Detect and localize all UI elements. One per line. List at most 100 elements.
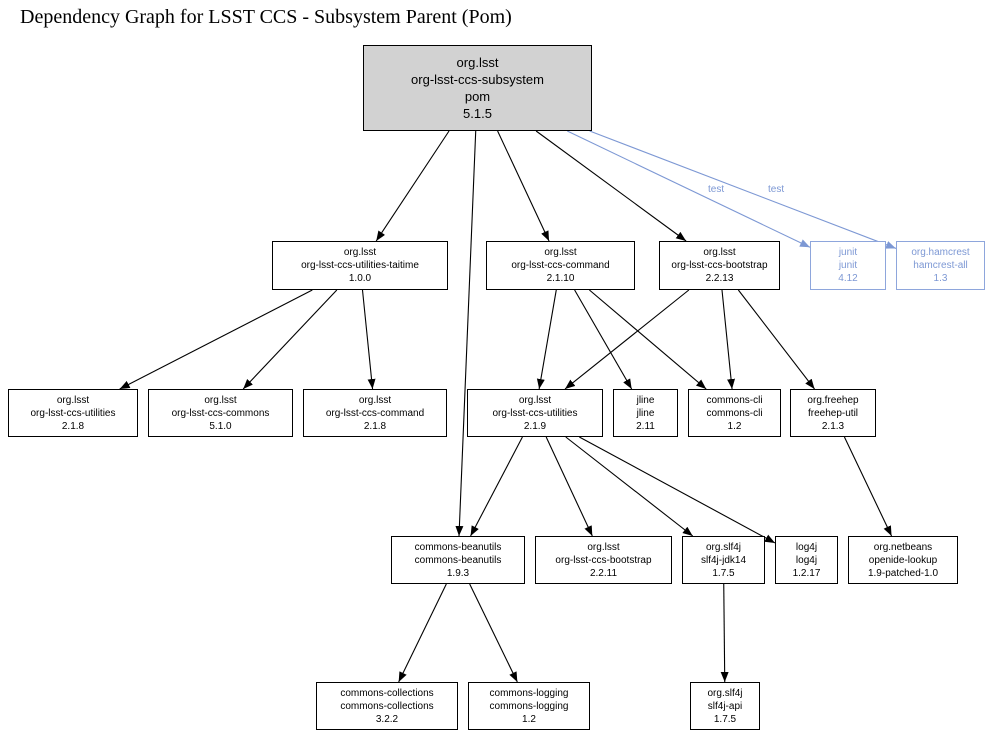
node-label: org.lsst xyxy=(544,247,577,258)
node-label: hamcrest-all xyxy=(913,260,968,271)
node-label: org.freehep xyxy=(807,394,859,406)
edge-utilities219-to-beanutils xyxy=(470,436,523,537)
node-label: org-lsst-ccs-utilities xyxy=(30,407,116,419)
node-label: org.lsst xyxy=(456,55,499,70)
node-label: 2.1.9 xyxy=(523,420,547,432)
node-label: openide-lookup xyxy=(868,554,938,566)
node-label: org.lsst xyxy=(343,247,377,258)
node-label: org-lsst-ccs-bootstrap xyxy=(555,554,652,566)
node-label: jline xyxy=(636,394,655,406)
edge-command210-to-jline xyxy=(574,289,633,390)
edge-beanutils-to-collections xyxy=(398,583,447,683)
node-label: org.lsst xyxy=(204,394,237,406)
node-label: junit xyxy=(838,260,858,271)
node-label: org.slf4j xyxy=(707,687,743,699)
node-label: 1.2 xyxy=(727,420,742,432)
node-label: 2.2.13 xyxy=(705,273,734,284)
node-label: 1.7.5 xyxy=(713,713,737,725)
node-label: org.lsst xyxy=(56,394,90,406)
node-label: org.lsst xyxy=(518,394,552,406)
node-label: org-lsst-ccs-subsystem xyxy=(411,72,544,87)
node-label: 2.1.10 xyxy=(546,273,575,284)
node-label: org.lsst xyxy=(587,541,620,553)
node-label: 2.1.3 xyxy=(821,420,845,432)
edge-root-to-taitime xyxy=(375,130,450,242)
node-label: jline xyxy=(636,407,655,419)
edge-taitime-to-utilities218 xyxy=(119,289,313,390)
node-label: slf4j-jdk14 xyxy=(700,554,747,566)
edge-root-to-command210 xyxy=(497,130,550,242)
node-label: org.lsst xyxy=(703,247,736,258)
node-label: 5.1.5 xyxy=(463,106,492,121)
edge-root-to-junit xyxy=(567,130,811,248)
node-label: junit xyxy=(838,247,858,258)
node-label: 4.12 xyxy=(838,273,858,284)
node-label: org-lsst-ccs-utilities xyxy=(492,407,578,419)
edge-utilities219-to-log4j xyxy=(579,436,776,544)
node-label: 1.2 xyxy=(522,713,536,725)
node-label: 1.7.5 xyxy=(712,567,735,579)
node-label: 1.0.0 xyxy=(348,273,372,284)
node-label: pom xyxy=(464,89,491,104)
page-title: Dependency Graph for LSST CCS - Subsyste… xyxy=(20,6,512,28)
edge-utilities219-to-slf4jjdk14 xyxy=(565,436,694,537)
edge-root-to-bootstrap2213 xyxy=(535,130,687,242)
edge-freehep-to-openide xyxy=(843,436,893,537)
node-label: 5.1.0 xyxy=(209,420,232,432)
node-label: org-lsst-ccs-command xyxy=(325,407,425,419)
edge-bootstrap2213-to-freehep xyxy=(737,289,815,390)
edge-utilities219-to-bootstrap2211 xyxy=(545,436,593,537)
node-label: commons-cli xyxy=(706,394,763,406)
node-label: 2.1.8 xyxy=(363,420,387,432)
edge-bootstrap2213-to-utilities219 xyxy=(564,289,690,390)
node-label: commons-beanutils xyxy=(414,541,502,553)
edge-label-test: test xyxy=(708,184,724,195)
edge-slf4jjdk14-to-slf4japi xyxy=(720,583,729,683)
node-label: org-lsst-ccs-commons xyxy=(171,407,270,419)
node-label: org.lsst xyxy=(358,394,392,406)
node-label: 3.2.2 xyxy=(375,713,399,725)
node-label: org.netbeans xyxy=(873,541,933,553)
graph-node-command210: org.lsst org-lsst-ccs-command 2.1.10 xyxy=(486,241,635,290)
edge-taitime-to-command218 xyxy=(361,289,376,390)
node-label: slf4j-api xyxy=(707,700,743,712)
edge-label-test: test xyxy=(768,184,784,195)
edge-taitime-to-commons510 xyxy=(242,289,338,390)
node-label: org.hamcrest xyxy=(911,247,970,258)
node-label: org.slf4j xyxy=(705,541,741,553)
graph-node-root: org.lsst org-lsst-ccs-subsystem pom 5.1.5 xyxy=(363,45,592,131)
node-label: commons-collections xyxy=(340,687,434,699)
graph-node-junit: junit junit 4.12 xyxy=(810,241,886,290)
graph-node-taitime: org.lsst org-lsst-ccs-utilities-taitime 1.… xyxy=(272,241,448,290)
node-label: log4j xyxy=(795,554,818,566)
graph-node-hamcrest: org.hamcrest hamcrest-all 1.3 xyxy=(896,241,985,290)
node-label: 2.11 xyxy=(636,420,655,432)
node-label: commons-logging xyxy=(489,700,569,712)
node-label: commons-beanutils xyxy=(414,554,502,566)
node-label: 1.3 xyxy=(933,273,948,284)
node-label: commons-collections xyxy=(340,700,434,712)
node-label: org-lsst-ccs-utilities-taitime xyxy=(301,260,419,271)
node-label: commons-cli xyxy=(706,407,763,419)
node-label: org-lsst-ccs-command xyxy=(511,260,610,271)
node-label: freehep-util xyxy=(807,407,859,419)
edge-command210-to-commonscli xyxy=(589,289,707,390)
node-label: 1.9-patched-1.0 xyxy=(867,567,939,579)
edge-root-to-beanutils xyxy=(455,130,477,537)
node-label: 2.1.8 xyxy=(61,420,85,432)
edge-root-to-hamcrest xyxy=(589,130,897,249)
